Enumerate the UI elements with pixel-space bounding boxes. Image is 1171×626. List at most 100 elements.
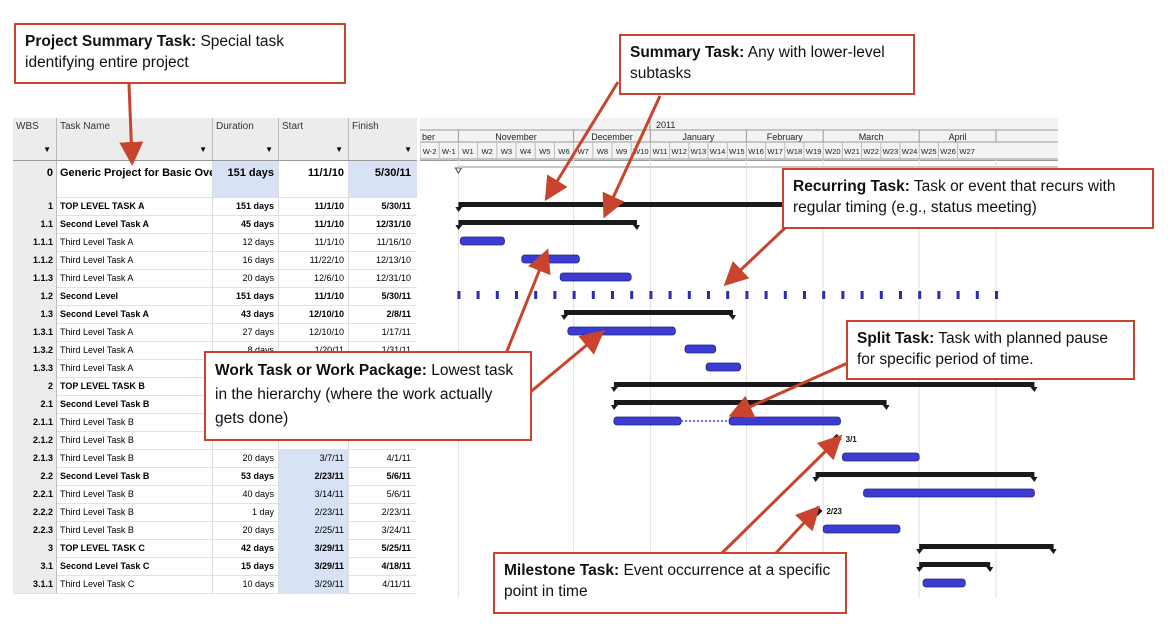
recurring-tick [745,291,749,299]
callout-title: Project Summary Task: [25,33,197,50]
cell-duration: 42 days [213,539,279,557]
summary-bar-cap [986,567,994,572]
cell-wbs: 1.3.1 [13,323,57,341]
milestone-label: 2/23 [826,507,842,516]
sort-arrow-icon[interactable]: ▼ [199,145,207,154]
cell-start: 3/29/11 [279,557,349,575]
cell-task-name: Third Level Task A [57,269,213,287]
week-label: W10 [633,147,649,156]
cell-duration: 151 days [213,197,279,215]
recurring-tick [783,291,787,299]
recurring-tick [591,291,595,299]
cell-wbs: 2.1.2 [13,431,57,449]
cell-task-name: Second Level Task C [57,557,213,575]
cell-duration: 20 days [213,449,279,467]
week-label: W2 [482,147,493,156]
week-label: W25 [921,147,937,156]
sort-arrow-icon[interactable]: ▼ [265,145,273,154]
recurring-tick [553,291,557,299]
cell-task-name: Third Level Task B [57,521,213,539]
recurring-tick [726,291,730,299]
recurring-tick [803,291,806,299]
task-bar [521,254,580,264]
callout-summary: Summary Task: Any with lower-level subta… [619,34,915,95]
callout-title: Split Task: [857,330,935,347]
week-label: W15 [729,147,745,156]
cell-wbs: 1.1 [13,215,57,233]
summary-bar-cap [916,549,924,554]
col-start-label: Start [282,121,304,132]
cell-finish: 2/8/11 [386,309,411,319]
summary-bar-top-a [458,202,1035,207]
recurring-tick [937,291,941,299]
cell-wbs: 1.1.3 [13,269,57,287]
split-task-bar [613,416,682,426]
sort-arrow-icon[interactable]: ▼ [404,145,412,154]
recurring-tick [611,291,614,299]
cell-task-name: Second Level Task B [57,467,213,485]
cell-start: 3/29/11 [279,575,349,593]
month-label: April [949,132,967,142]
cell-finish: 5/30/11 [381,291,411,301]
cell-start: 1/20/11 [279,341,349,359]
week-label: W16 [748,147,764,156]
cell-task-name: Third Level Task B [57,503,213,521]
callout-title: Milestone Task: [504,562,620,579]
summary-bar-cap [728,315,736,320]
col-finish[interactable]: Finish▼ [349,118,417,160]
cell-wbs: 2.1.3 [13,449,57,467]
cell-wbs: 2.2 [13,467,57,485]
cell-task-name: Third Level Task B [57,449,213,467]
table-header: WBS▼ Task Name ▼ Duration▼ Start ▼ Finish▼ [13,118,417,161]
cell-wbs: 1.2 [13,287,57,305]
cell-task-name: Third Level Task A [57,251,213,269]
month-label: March [859,132,884,142]
task-bar [822,524,901,534]
cell-wbs: 2.2.2 [13,503,57,521]
sort-arrow-icon[interactable]: ▼ [335,145,343,154]
sort-arrow-icon[interactable]: ▼ [43,145,51,154]
recurring-tick [899,291,902,299]
cell-start: 2/23/11 [279,503,349,521]
milestone-marker [831,434,842,444]
cell-duration: 1 day [213,503,279,521]
summary-bar-second-a [564,310,733,315]
col-wbs[interactable]: WBS▼ [13,118,57,160]
cell-finish: 5/30/11 [349,161,417,197]
task-bar [567,326,676,336]
summary-bar-second-c [919,562,991,567]
week-label: W6 [558,147,569,156]
cell-start: 12/10/10 [279,305,349,323]
header-bg [420,118,1058,160]
week-label: W1 [462,147,473,156]
col-name-label: Task Name [60,121,111,132]
col-task-name[interactable]: Task Name ▼ [57,118,213,160]
callout-work-package: Work Task or Work Package: Lowest task i… [204,351,532,441]
cell-duration: 8 days [213,341,279,359]
summary-bar-cap [1030,477,1038,482]
cell-duration: 10 days [213,575,279,593]
col-duration[interactable]: Duration▼ [213,118,279,160]
col-start[interactable]: Start ▼ [279,118,349,160]
recurring-tick [649,291,653,299]
cell-duration: 16 days [213,251,279,269]
